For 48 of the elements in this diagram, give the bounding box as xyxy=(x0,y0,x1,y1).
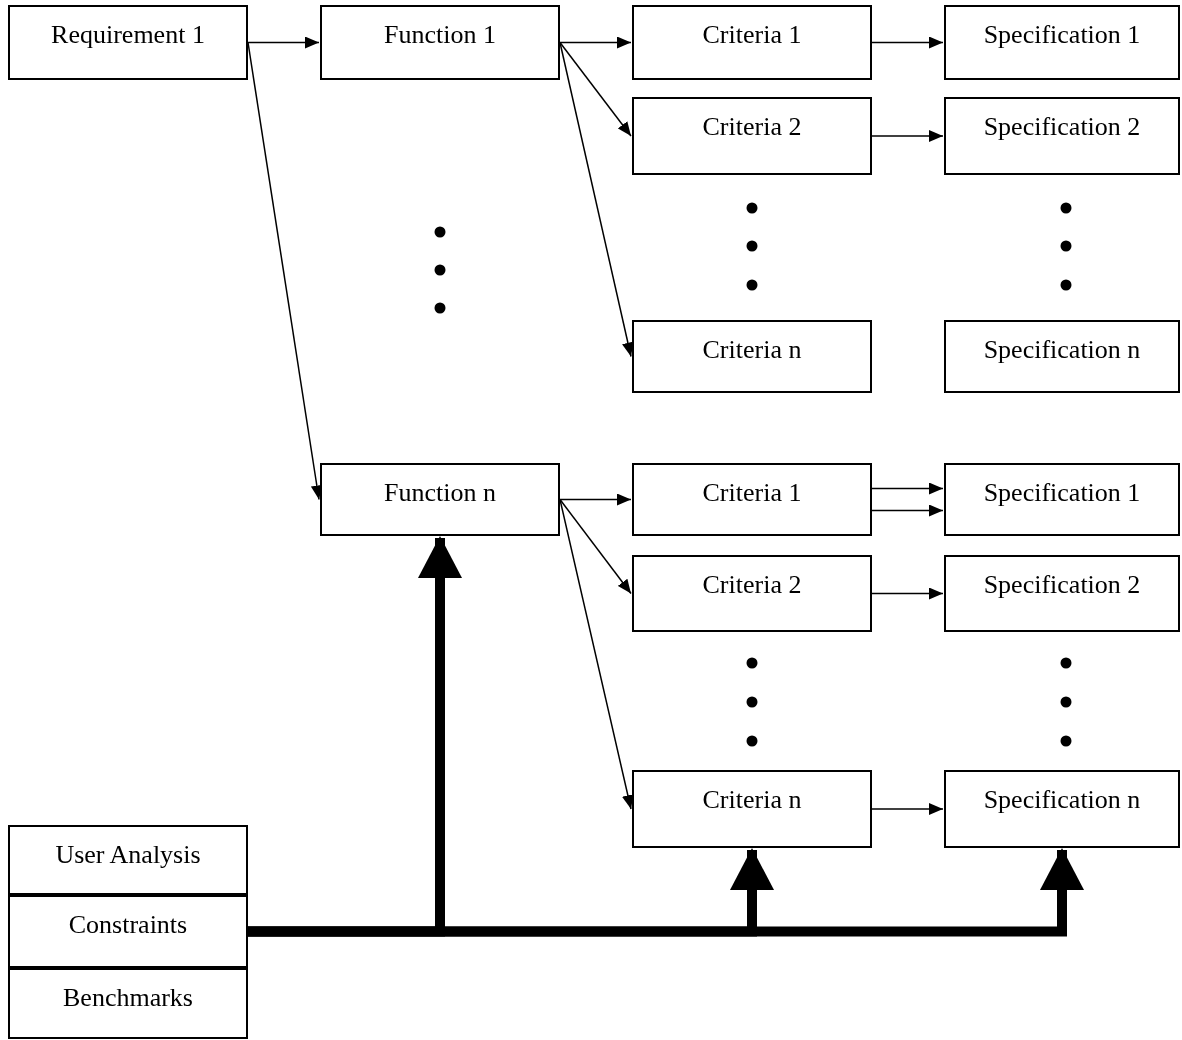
box-label: Criteria 1 xyxy=(702,19,802,51)
box-label: Requirement 1 xyxy=(51,19,205,51)
process-box xyxy=(8,825,248,895)
process-box xyxy=(944,555,1180,632)
box-label: Constraints xyxy=(68,909,188,941)
arrow xyxy=(559,493,632,506)
box-label: Function 1 xyxy=(384,19,496,51)
process-box xyxy=(320,463,560,536)
box-label: Specification 2 xyxy=(983,111,1141,143)
box-label: Specification 2 xyxy=(983,569,1141,601)
arrow xyxy=(871,587,944,600)
box-label: Criteria 2 xyxy=(702,111,802,143)
arrow xyxy=(871,130,944,142)
box-label: User Analysis xyxy=(55,839,201,871)
arrow xyxy=(559,36,632,49)
process-box xyxy=(320,5,560,80)
process-box xyxy=(944,5,1180,80)
process-box xyxy=(8,5,248,80)
arrow xyxy=(871,803,944,815)
box-label: Criteria 2 xyxy=(702,569,802,601)
arrow xyxy=(559,41,632,137)
process-box xyxy=(632,97,872,175)
box-label: Criteria n xyxy=(702,784,802,816)
process-box xyxy=(632,770,872,848)
process-box xyxy=(632,5,872,80)
arrow xyxy=(871,504,944,517)
box-label: Specification 1 xyxy=(983,477,1141,509)
arrow xyxy=(559,498,632,595)
thick-arrow xyxy=(248,848,1084,937)
process-box xyxy=(944,463,1180,536)
arrow xyxy=(871,36,944,49)
arrow xyxy=(247,36,320,49)
arrow xyxy=(871,482,944,495)
box-label: Specification 1 xyxy=(983,19,1141,51)
box-label: Specification n xyxy=(983,784,1141,816)
process-box xyxy=(944,320,1180,393)
process-box xyxy=(944,97,1180,175)
process-box xyxy=(632,463,872,536)
process-box xyxy=(632,555,872,632)
process-box xyxy=(944,770,1180,848)
box-label: Criteria n xyxy=(702,334,802,366)
box-label: Function n xyxy=(384,477,496,509)
process-box xyxy=(8,895,248,968)
box-label: Benchmarks xyxy=(63,982,193,1014)
process-box xyxy=(8,968,248,1039)
box-label: Specification n xyxy=(983,334,1141,366)
process-box xyxy=(632,320,872,393)
box-label: Criteria 1 xyxy=(702,477,802,509)
